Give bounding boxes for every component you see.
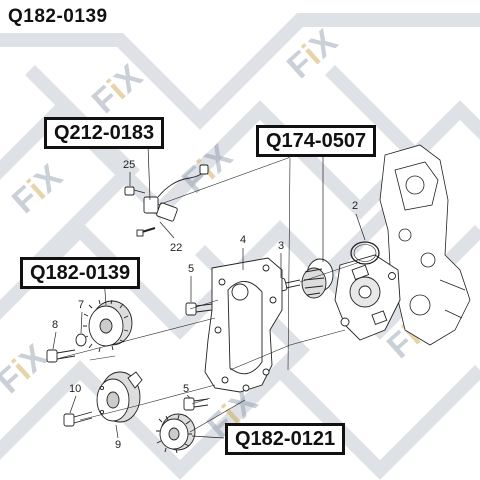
crank-gear (156, 413, 196, 454)
leader-8 (52, 331, 57, 350)
page-title: Q182-0139 (8, 6, 108, 27)
leader-10 (69, 395, 77, 414)
idler-gear (83, 299, 133, 353)
callout-3: 3 (278, 240, 285, 252)
callout-5-lower: 5 (183, 383, 190, 395)
leader-2 (355, 213, 366, 241)
part-box-crank-gear[interactable]: Q182-0121 (225, 423, 346, 455)
part-box-idler-gear[interactable]: Q182-0139 (20, 257, 141, 289)
callout-8: 8 (52, 319, 59, 331)
bolt-10 (63, 411, 93, 427)
water-pump (334, 254, 401, 341)
sensor-assembly (124, 164, 209, 237)
part-box-sensor[interactable]: Q212-0183 (44, 117, 165, 149)
callout-5-upper: 5 (188, 263, 195, 275)
timing-cover (204, 257, 283, 393)
pulley-hub (96, 371, 143, 423)
leader-22 (159, 221, 175, 239)
callout-25: 25 (123, 159, 136, 171)
washer (75, 333, 87, 347)
callout-10: 10 (69, 383, 82, 395)
watermark-logo: FiX (0, 337, 55, 401)
gasket-ring (350, 241, 380, 265)
part-box-water-pump[interactable]: Q174-0507 (256, 125, 377, 157)
watermark-logo: FiX (5, 157, 70, 221)
callout-9: 9 (115, 439, 122, 451)
bolt-5-upper (185, 302, 213, 316)
callout-22: 22 (170, 242, 183, 254)
callout-7: 7 (78, 299, 85, 311)
leader-Q212-0183 (147, 144, 151, 201)
leader-Q182-0121 (191, 435, 225, 439)
bolt-5-lower (183, 397, 209, 411)
callout-2: 2 (352, 200, 359, 212)
leader-5-lower (186, 394, 191, 399)
callout-4: 4 (240, 234, 247, 246)
leader-9 (115, 424, 119, 439)
assembly-lines (59, 151, 361, 433)
engine-block (379, 144, 471, 346)
bolt-8 (46, 349, 76, 363)
leader-7 (80, 311, 83, 334)
